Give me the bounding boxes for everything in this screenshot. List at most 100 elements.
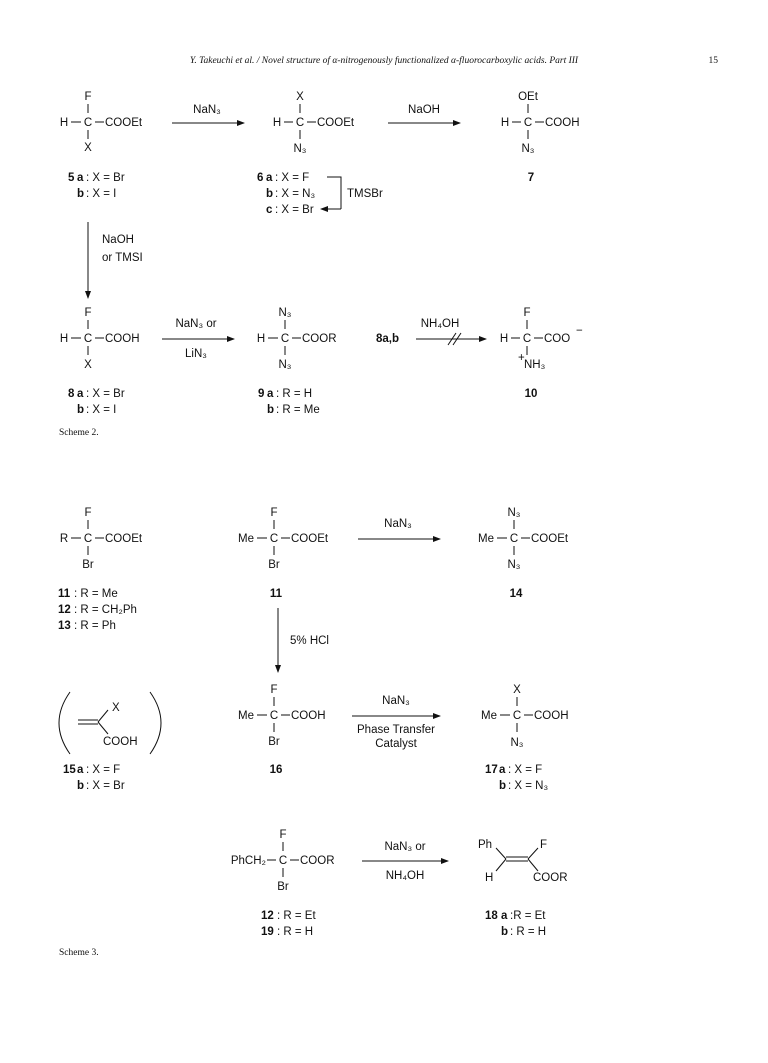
compound-10: F H C COO − + NH₃ 10	[500, 307, 583, 400]
c11g-top-atom: F	[84, 507, 91, 519]
c14-top-group: N₃	[508, 507, 521, 519]
tmsbr-reagent: TMSBr	[347, 188, 383, 200]
c15-variant-a-text: : X = F	[86, 764, 120, 776]
c6-variant-a-text: : X = F	[275, 172, 309, 184]
svg-text:C: C	[296, 117, 304, 129]
c6-variant-c: c	[266, 204, 273, 216]
s2-reagent-2: NaOH	[408, 104, 440, 116]
c10-carboxylate-charge: −	[576, 325, 583, 337]
svg-text:C: C	[279, 855, 287, 867]
svg-text:C: C	[84, 533, 92, 545]
c18-variant-b-text: : R = H	[510, 926, 546, 938]
running-header-title: Y. Takeuchi et al. / Novel structure of …	[189, 56, 579, 66]
c10-ammonium-charge: +	[518, 352, 525, 364]
running-header: Y. Takeuchi et al. / Novel structure of …	[0, 56, 768, 72]
c16-right-group: COOH	[291, 710, 326, 722]
c17-variant-b: b	[499, 780, 506, 792]
c15-number: 15	[63, 764, 76, 776]
c6-variant-b: b	[266, 188, 273, 200]
compound-6: X H C COOEt N₃ 6 a : X = F b : X = N₃ c …	[257, 91, 383, 216]
c18-number: 18	[485, 910, 498, 922]
c17-variant-b-text: : X = N₃	[508, 780, 548, 792]
s3-reagent-3-above: NaN₃	[382, 695, 410, 707]
compound-17: X Me C COOH N₃ 17 a : X = F b : X = N₃	[481, 684, 568, 792]
c12-label-12-text: : R = Et	[277, 910, 316, 922]
c11g-label-12: 12	[58, 604, 71, 616]
s3-reagent-4-above: NaN₃ or	[384, 841, 425, 853]
c5-bottom-atom: X	[84, 142, 92, 154]
c16-number: 16	[270, 764, 283, 776]
c11-number: 11	[270, 588, 283, 600]
compound-11: F Me C COOEt Br 11	[238, 507, 329, 600]
c18-variant-a-text: :R = Et	[510, 910, 546, 922]
c7-bottom-group: N₃	[522, 143, 535, 155]
c11g-label-12-text: : R = CH₂Ph	[74, 604, 137, 616]
c5-variant-a: a	[77, 172, 84, 184]
compound-18: Ph F H COOR 18 a :R = Et b : R = H	[478, 839, 568, 938]
s2-reagent-4-below: LiN₃	[185, 348, 207, 360]
s3-reagent-3-below-2: Catalyst	[375, 738, 417, 750]
svg-text:C: C	[84, 333, 92, 345]
c9-left-atom: H	[257, 333, 265, 345]
svg-text:C: C	[281, 333, 289, 345]
c18-variant-a: a	[501, 910, 508, 922]
compound-14: N₃ Me C COOEt N₃ 14	[478, 507, 569, 600]
c18-hydrogen: H	[485, 872, 493, 884]
c5-variant-a-text: : X = Br	[86, 172, 125, 184]
c11-bottom-atom: Br	[268, 559, 280, 571]
c6-left-atom: H	[273, 117, 281, 129]
svg-text:C: C	[523, 333, 531, 345]
compound-16: F Me C COOH Br 16	[238, 684, 325, 776]
c11-right-group: COOEt	[291, 533, 329, 545]
svg-text:C: C	[84, 117, 92, 129]
c9-top-group: N₃	[279, 307, 292, 319]
c6-number: 6	[257, 172, 263, 184]
c8-variant-a-text: : X = Br	[86, 388, 125, 400]
c17-bottom-group: N₃	[511, 737, 524, 749]
compound-11-13-general: F R C COOEt Br 11 : R = Me 12 : R = CH₂P…	[58, 507, 143, 632]
c18-variant-b: b	[501, 926, 508, 938]
c15-variant-a: a	[77, 764, 84, 776]
c6-variant-a: a	[266, 172, 273, 184]
c10-left-atom: H	[500, 333, 508, 345]
c11g-left-atom: R	[60, 533, 68, 545]
c6-right-group: COOEt	[317, 117, 355, 129]
c18-phenyl: Ph	[478, 839, 492, 851]
c15-left-paren	[58, 691, 71, 755]
c11g-label-11: 11	[58, 588, 71, 600]
c8-number: 8	[68, 388, 75, 400]
c16-bottom-atom: Br	[268, 736, 280, 748]
c12-left-group: PhCH₂	[231, 855, 266, 867]
c6-bottom-group: N₃	[294, 143, 307, 155]
c9-variant-b-text: : R = Me	[276, 404, 320, 416]
c18-acid-group: COOR	[533, 872, 568, 884]
compound-15: X COOH 15 a : X = F b : X = Br	[58, 691, 162, 792]
c8-right-group: COOH	[105, 333, 140, 345]
scheme-3-caption: Scheme 3.	[59, 948, 99, 958]
c15-variant-b-text: : X = Br	[86, 780, 125, 792]
c15-right-paren	[149, 691, 162, 755]
c15-variant-b: b	[77, 780, 84, 792]
c12-right-group: COOR	[300, 855, 335, 867]
c6-variant-c-text: : X = Br	[275, 204, 314, 216]
c5-number: 5	[68, 172, 75, 184]
c5-right-group: COOEt	[105, 117, 143, 129]
svg-text:C: C	[270, 710, 278, 722]
c14-right-group: COOEt	[531, 533, 569, 545]
c9-variant-a: a	[267, 388, 274, 400]
c9-variant-b: b	[267, 404, 274, 416]
c17-top-atom: X	[513, 684, 521, 696]
c15-acid-group: COOH	[103, 736, 138, 748]
c7-right-group: COOH	[545, 117, 580, 129]
s2-reagent-4-above: NaN₃ or	[175, 318, 216, 330]
c9-variant-a-text: : R = H	[276, 388, 312, 400]
c5-top-atom: F	[84, 91, 91, 103]
c11g-right-group: COOEt	[105, 533, 143, 545]
c17-right-group: COOH	[534, 710, 569, 722]
c5-variant-b: b	[77, 188, 84, 200]
s2-reagent-3-line1: NaOH	[102, 234, 134, 246]
c7-top-group: OEt	[518, 91, 539, 103]
c11g-label-13: 13	[58, 620, 71, 632]
c11-top-atom: F	[270, 507, 277, 519]
c12-label-19: 19	[261, 926, 274, 938]
